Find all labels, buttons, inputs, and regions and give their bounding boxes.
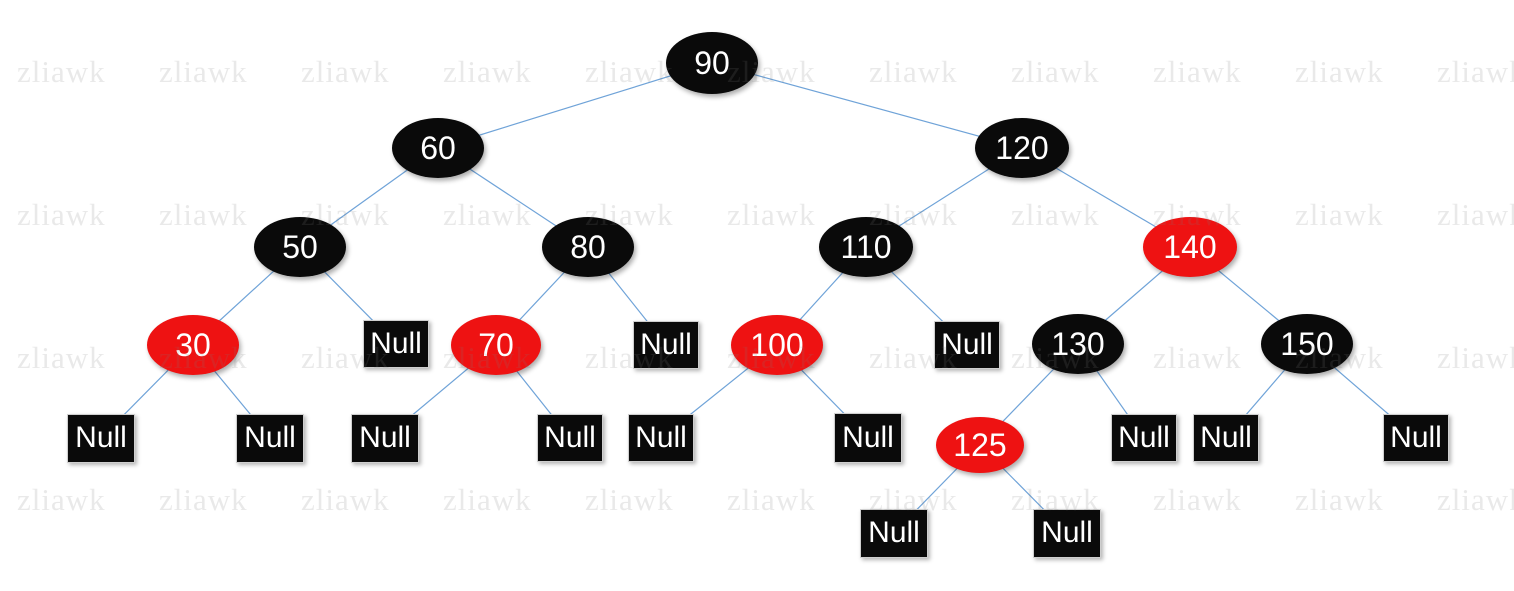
tree-node-140: 140 xyxy=(1143,217,1237,277)
tree-node-30: 30 xyxy=(147,315,239,375)
null-leaf-node: Null xyxy=(1193,414,1259,462)
tree-node-100: 100 xyxy=(731,315,823,375)
null-leaf-node: Null xyxy=(1111,414,1177,462)
tree-node-50: 50 xyxy=(254,217,346,277)
tree-edge xyxy=(711,62,1023,149)
null-leaf-node: Null xyxy=(236,413,304,463)
null-leaf-node: Null xyxy=(934,321,1000,369)
tree-node-120: 120 xyxy=(975,118,1069,178)
null-leaf-node: Null xyxy=(67,413,135,463)
tree-node-130: 130 xyxy=(1032,314,1124,374)
tree-node-150: 150 xyxy=(1261,314,1353,374)
tree-node-70: 70 xyxy=(451,315,541,375)
null-leaf-node: Null xyxy=(633,321,699,369)
tree-node-125: 125 xyxy=(936,417,1024,473)
null-leaf-node: Null xyxy=(860,508,928,558)
null-leaf-node: Null xyxy=(1383,414,1449,462)
null-leaf-node: Null xyxy=(834,413,902,463)
null-leaf-node: Null xyxy=(1033,508,1101,558)
null-leaf-node: Null xyxy=(537,414,603,462)
tree-node-90: 90 xyxy=(666,32,758,94)
tree-edge xyxy=(437,62,713,149)
null-leaf-node: Null xyxy=(351,413,419,463)
null-leaf-node: Null xyxy=(628,414,694,462)
tree-node-60: 60 xyxy=(392,118,484,178)
tree-node-110: 110 xyxy=(819,217,913,277)
null-leaf-node: Null xyxy=(363,320,429,368)
tree-node-80: 80 xyxy=(542,217,634,277)
